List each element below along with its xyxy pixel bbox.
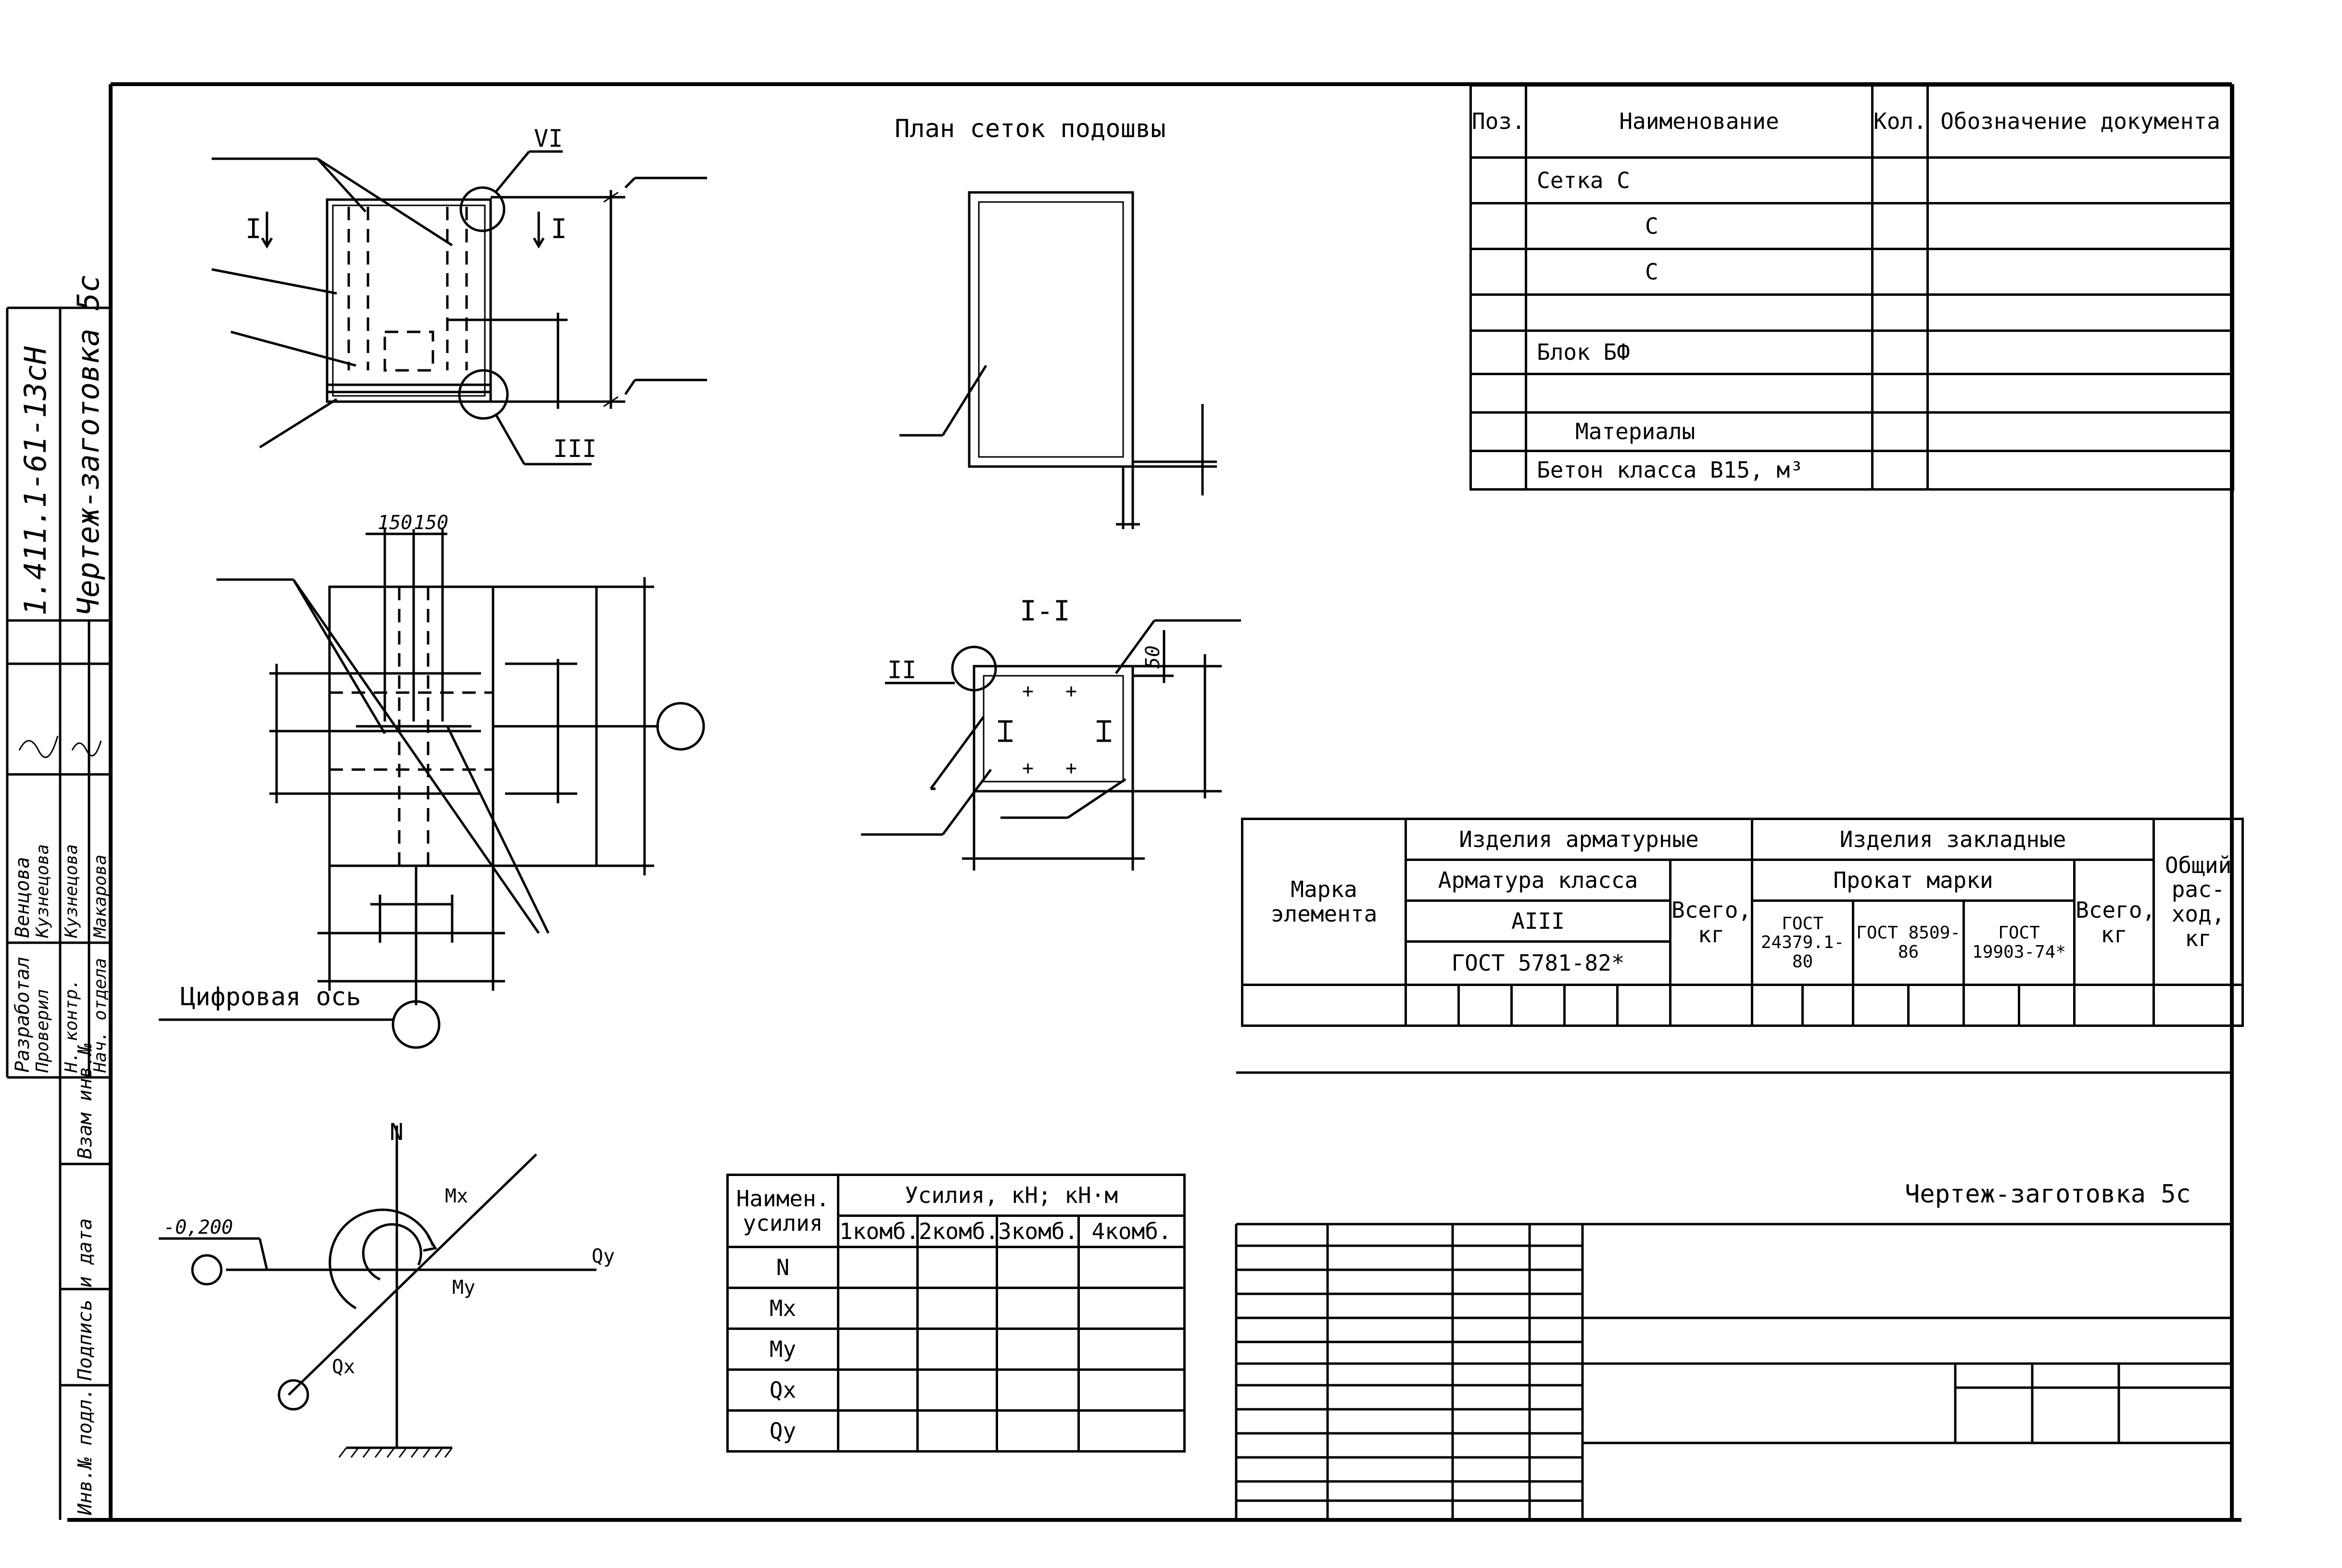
axis-marker-diag: [278, 1379, 309, 1411]
force-Qx: Qx: [332, 1356, 355, 1378]
svg-text:+: +: [1065, 757, 1077, 779]
node-III: [458, 369, 509, 420]
forces-units-header: Усилия, кН; кН·м: [836, 1174, 1186, 1217]
node-label-II: II: [887, 656, 916, 684]
side-name-1: Венцова: [12, 857, 34, 938]
force-row-Qx: Qx: [726, 1368, 839, 1412]
side-role-2: Проверил: [33, 989, 52, 1073]
rolled-grade-header: Прокат марки: [1751, 859, 2076, 902]
spec-cell: [1469, 329, 1527, 375]
title-block: Чертеж-заготовка 5с: [1235, 1071, 2232, 1520]
combo-4: 4комб.: [1077, 1214, 1186, 1248]
digital-axis-label: Цифровая ось: [180, 983, 361, 1012]
stamp-title: Чертеж-заготовка 5с: [71, 275, 106, 616]
mark-element-header: Марка элемента: [1241, 818, 1407, 986]
node-label-III: III: [553, 435, 596, 463]
forces-name-header: Наимен. усилия: [726, 1174, 839, 1248]
side-name-3: Кузнецова: [62, 844, 81, 938]
side-name-4: Макарова: [90, 855, 110, 939]
section-I-I: I-I + + + + II 50: [861, 594, 1241, 871]
dim-150a: 150: [378, 512, 412, 534]
combo-1: 1комб.: [837, 1214, 919, 1248]
force-row-My: My: [726, 1328, 839, 1371]
gost-19903: ГОСТ 19903-74*: [1962, 899, 2076, 986]
spec-header-qty: Кол.: [1871, 84, 1929, 159]
side-role-3: Н. контр.: [62, 979, 81, 1073]
spec-header-doc: Обозначение документа: [1926, 84, 2234, 159]
spec-cell: [1469, 411, 1527, 452]
spec-row-4: [1525, 293, 1874, 332]
axis-marker-right: [656, 702, 705, 751]
spec-cell: [1469, 156, 1527, 204]
spec-row-8: Бетон класса В15, м³: [1525, 450, 1874, 491]
stamp-code: 1.411.1-61-13сН: [18, 346, 53, 616]
combo-2: 2комб.: [916, 1214, 998, 1248]
mesh-plan: План сеток подошвы: [895, 114, 1217, 529]
spec-cell: [1469, 248, 1527, 296]
spec-row-6: [1525, 373, 1874, 414]
spec-cell: [1469, 450, 1527, 491]
footer-title: Чертеж-заготовка 5с: [1905, 1180, 2191, 1209]
combo-3: 3комб.: [996, 1214, 1080, 1248]
force-N: N: [390, 1119, 404, 1146]
force-row-Qy: Qy: [726, 1409, 839, 1453]
side-stamp: 1.411.1-61-13сН Чертеж-заготовка 5с Разр…: [12, 275, 110, 1516]
spec-row-1: Сетка С: [1525, 156, 1874, 204]
spec-header-pos: Поз.: [1469, 84, 1527, 159]
axis-marker-bottom: [392, 1000, 441, 1049]
spec-cell: [1469, 202, 1527, 250]
node-label-VI: VI: [534, 125, 563, 152]
svg-text:+: +: [1022, 680, 1034, 702]
spec-table: Поз. Наименование Кол. Обозначение докум…: [1469, 84, 2234, 491]
spec-cell: [1469, 373, 1527, 414]
rebar-grade: АIII: [1405, 899, 1671, 943]
spec-row-2: С: [1525, 202, 1874, 250]
forces-table: Наимен. усилия Усилия, кН; кН·м 1комб. 2…: [726, 1174, 1186, 1453]
gost-24379: ГОСТ 24379.1-80: [1751, 899, 1855, 986]
force-Qy: Qy: [592, 1245, 615, 1267]
elevation-view: I I VI III: [211, 125, 707, 466]
rebar-gost: ГОСТ 5781-82*: [1405, 940, 1671, 986]
section-mark-right: I: [551, 214, 567, 245]
side-role-1: Разработал: [12, 957, 34, 1073]
section-mark-left: I: [245, 214, 262, 245]
force-row-N: N: [726, 1246, 839, 1289]
gost-8509: ГОСТ 8509-86: [1852, 899, 1965, 986]
side-field-sign: Подпись и дата: [74, 1218, 96, 1381]
side-field-inv: Инв.№ подл.: [74, 1388, 96, 1516]
node-II: [951, 645, 997, 692]
rebar-total-header: Всего, кг: [1669, 859, 1754, 986]
materials-table: Марка элемента Изделия арматурные Издели…: [1241, 818, 2244, 1027]
spec-row-7: Материалы: [1525, 411, 1874, 452]
signature: [18, 735, 102, 758]
embedded-products-header: Изделия закладные: [1751, 818, 2155, 861]
rebar-products-header: Изделия арматурные: [1404, 818, 1754, 861]
spec-row-5: Блок БФ: [1525, 329, 1874, 375]
spec-header-name: Наименование: [1525, 84, 1874, 159]
svg-text:+: +: [1022, 757, 1034, 779]
force-scheme: N -0,200 Qy Qx Mx My: [159, 1119, 615, 1458]
foundation-plan: 150 150: [159, 512, 705, 1049]
side-name-2: Кузнецова: [33, 844, 52, 938]
side-role-4: Нач. отдела: [90, 958, 110, 1073]
force-row-Mx: Mx: [726, 1287, 839, 1330]
level-mark: -0,200: [164, 1216, 233, 1239]
total-consumption-header: Общий рас-ход, кг: [2152, 818, 2244, 986]
dim-50: 50: [1142, 645, 1164, 669]
plan-title: План сеток подошвы: [895, 114, 1166, 143]
side-field-replace: Взам инв.№: [74, 1043, 96, 1159]
node-VI: [459, 186, 506, 232]
rebar-class-header: Арматура класса: [1405, 859, 1671, 902]
spec-row-3: С: [1525, 248, 1874, 296]
embedded-total-header: Всего, кг: [2073, 859, 2155, 986]
force-Mx: Mx: [445, 1185, 468, 1207]
force-My: My: [452, 1277, 475, 1299]
spec-cell: [1469, 293, 1527, 332]
axis-marker-force: [191, 1254, 223, 1286]
materials-cell: [1241, 984, 1407, 1027]
section-title: I-I: [1020, 594, 1070, 627]
svg-text:+: +: [1065, 680, 1077, 702]
